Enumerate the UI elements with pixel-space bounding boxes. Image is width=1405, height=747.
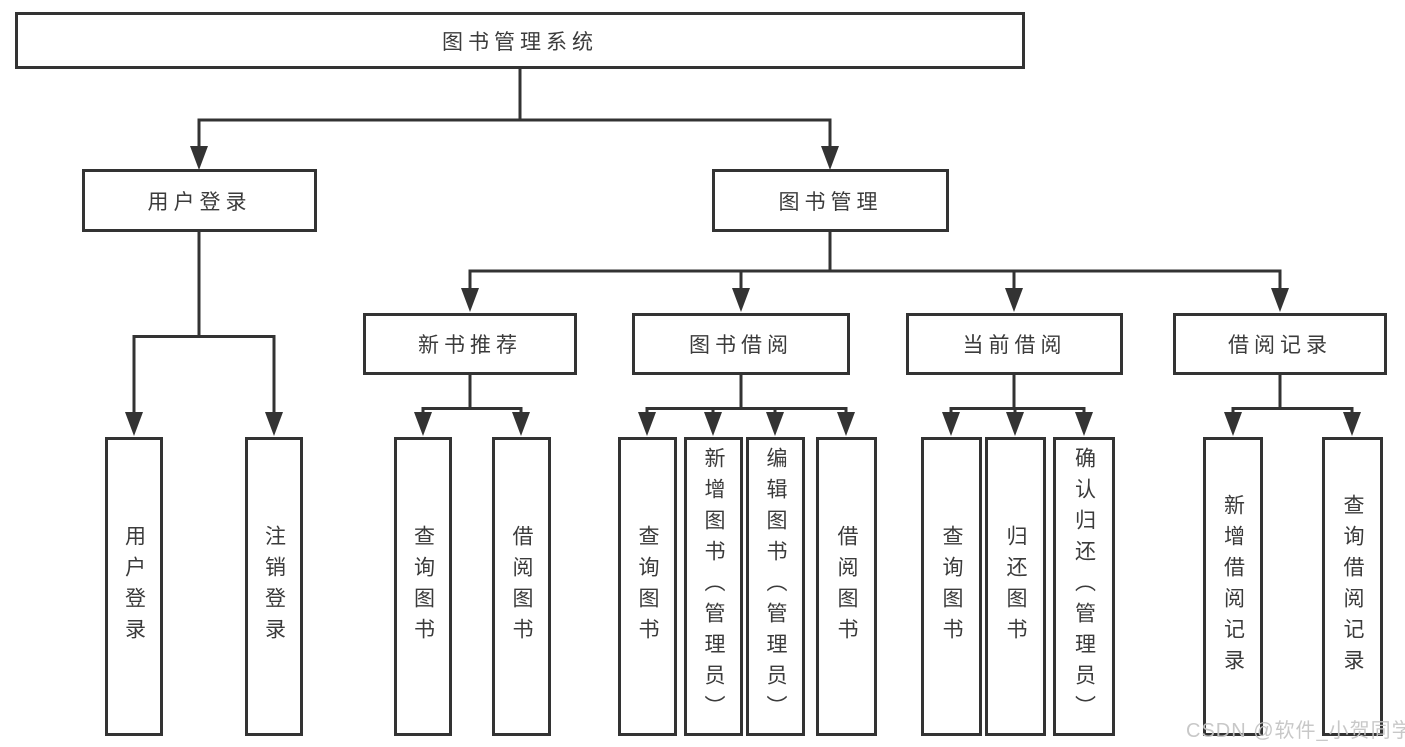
leaf-user-login: 用户登录 xyxy=(105,437,163,736)
leaf-confirm-return-admin: 确认归还（管理员） xyxy=(1053,437,1115,736)
arrowhead xyxy=(1271,288,1289,312)
leaf-query-book-borrow-label: 查询图书 xyxy=(636,524,660,649)
arrowhead xyxy=(821,146,839,170)
node-user-login-label: 用户登录 xyxy=(147,190,252,214)
leaf-query-book-current-label: 查询图书 xyxy=(940,524,964,649)
leaf-edit-book-admin-label: 编辑图书（管理员） xyxy=(764,447,788,726)
leaf-logout: 注销登录 xyxy=(245,437,303,736)
node-book-management: 图书管理 xyxy=(712,169,949,232)
arrowhead xyxy=(1006,412,1024,436)
node-user-login: 用户登录 xyxy=(82,169,317,232)
leaf-query-book-recommend-label: 查询图书 xyxy=(411,524,435,649)
arrowhead xyxy=(125,412,143,436)
connector-bookmgmt-to-level3 xyxy=(468,232,1282,291)
connector-currentborrow-to-leaves xyxy=(949,375,1086,416)
leaf-query-book-recommend: 查询图书 xyxy=(394,437,452,736)
leaf-query-book-current: 查询图书 xyxy=(921,437,982,736)
node-current-borrow-label: 当前借阅 xyxy=(962,334,1067,357)
node-book-borrow-label: 图书借阅 xyxy=(689,334,793,357)
node-borrow-records: 借阅记录 xyxy=(1173,313,1387,375)
connector-bookborrow-to-leaves xyxy=(645,375,848,416)
watermark-text: CSDN @软件_小贺同学 xyxy=(1186,720,1405,742)
leaf-logout-label: 注销登录 xyxy=(262,524,286,649)
leaf-add-borrow-record-label: 新增借阅记录 xyxy=(1221,493,1245,680)
arrowhead xyxy=(1224,412,1242,436)
leaf-query-borrow-record-label: 查询借阅记录 xyxy=(1341,493,1365,680)
leaf-edit-book-admin: 编辑图书（管理员） xyxy=(746,437,805,736)
connector-borrowrecords-to-leaves xyxy=(1231,375,1354,416)
node-library-system-label: 图书管理系统 xyxy=(442,30,598,54)
node-new-book-recommend-label: 新书推荐 xyxy=(418,334,522,357)
leaf-add-book-admin: 新增图书（管理员） xyxy=(684,437,743,736)
arrowhead xyxy=(512,412,530,436)
leaf-query-book-borrow: 查询图书 xyxy=(618,437,677,736)
connector-userlogin-to-leaves xyxy=(132,232,276,414)
node-new-book-recommend: 新书推荐 xyxy=(363,313,577,375)
arrowhead xyxy=(766,412,784,436)
node-library-system: 图书管理系统 xyxy=(15,12,1025,69)
leaf-add-borrow-record: 新增借阅记录 xyxy=(1203,437,1263,736)
arrowhead xyxy=(461,288,479,312)
connector-root-to-level2 xyxy=(197,69,832,150)
arrowhead xyxy=(1075,412,1093,436)
leaf-confirm-return-admin-label: 确认归还（管理员） xyxy=(1072,447,1096,726)
arrowhead xyxy=(1343,412,1361,436)
leaf-borrow-book-recommend: 借阅图书 xyxy=(492,437,551,736)
node-book-borrow: 图书借阅 xyxy=(632,313,850,375)
arrowhead xyxy=(1005,288,1023,312)
arrowhead xyxy=(704,412,722,436)
arrowhead xyxy=(265,412,283,436)
arrowhead xyxy=(837,412,855,436)
leaf-return-book-label: 归还图书 xyxy=(1004,524,1028,649)
connector-newbook-to-leaves xyxy=(421,375,523,416)
node-borrow-records-label: 借阅记录 xyxy=(1228,334,1332,357)
node-current-borrow: 当前借阅 xyxy=(906,313,1123,375)
arrowhead xyxy=(190,146,208,170)
leaf-borrow-book: 借阅图书 xyxy=(816,437,877,736)
arrowhead xyxy=(638,412,656,436)
leaf-borrow-book-label: 借阅图书 xyxy=(835,524,859,649)
leaf-user-login-label: 用户登录 xyxy=(122,524,146,649)
leaf-add-book-admin-label: 新增图书（管理员） xyxy=(702,447,726,726)
arrowhead xyxy=(414,412,432,436)
leaf-borrow-book-recommend-label: 借阅图书 xyxy=(510,524,534,649)
leaf-query-borrow-record: 查询借阅记录 xyxy=(1322,437,1383,736)
arrowhead xyxy=(942,412,960,436)
leaf-return-book: 归还图书 xyxy=(985,437,1046,736)
node-book-management-label: 图书管理 xyxy=(778,190,883,214)
arrowhead xyxy=(732,288,750,312)
arrowheads xyxy=(125,146,1361,436)
